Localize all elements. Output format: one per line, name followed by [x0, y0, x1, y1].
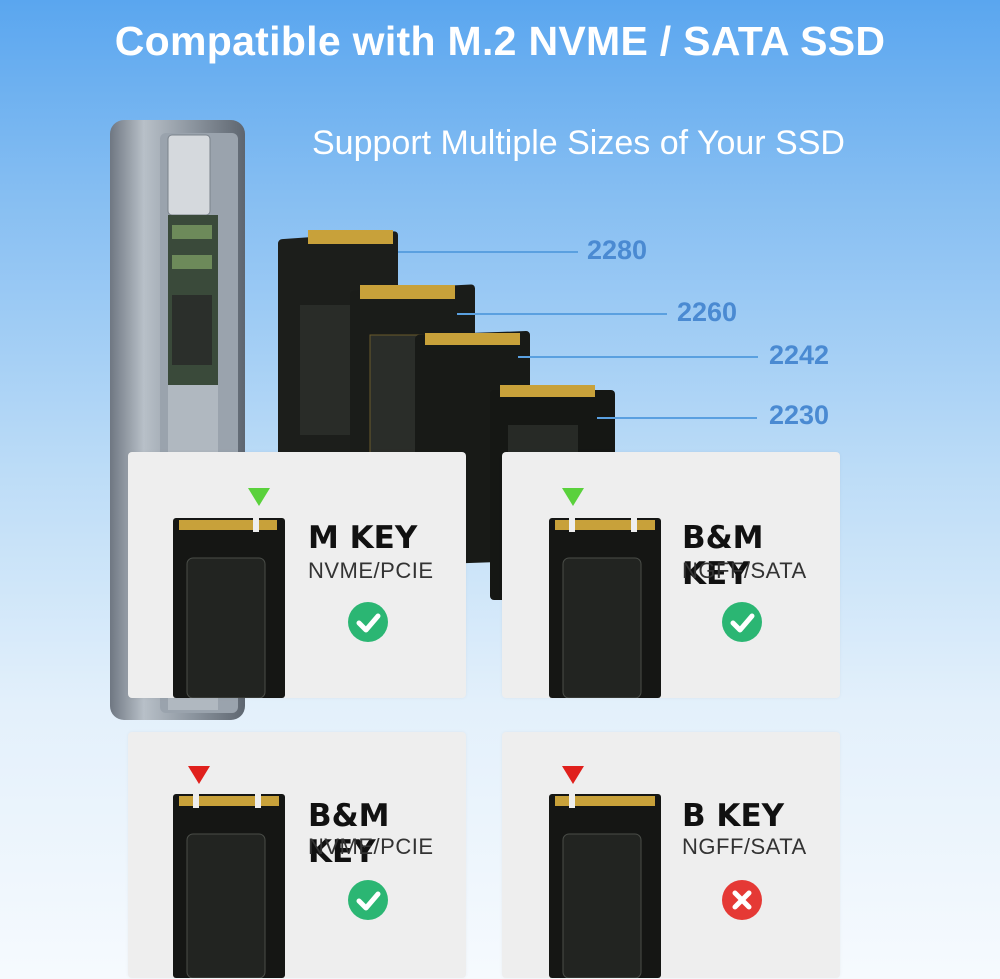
check-icon [348, 602, 388, 642]
page-subtitle: Support Multiple Sizes of Your SSD [312, 124, 845, 162]
cross-icon [722, 880, 762, 920]
interface-type: NVME/PCIE [308, 558, 434, 583]
leader-line [457, 313, 667, 315]
compat-card-m-key: M KEY NVME/PCIE [128, 452, 466, 698]
compat-card-bm-key-sata: B&M KEY NGFF/SATA [502, 452, 840, 698]
ssd-board-image [173, 794, 285, 978]
key-type: B&M KEY [682, 520, 764, 592]
compat-card-b-key: B KEY NGFF/SATA [502, 732, 840, 978]
check-icon [722, 602, 762, 642]
size-label-2260: 2260 [677, 297, 738, 327]
key-type: M KEY [308, 520, 418, 556]
leader-line [518, 356, 758, 358]
ssd-board-image [173, 518, 285, 698]
key-type: B&M KEY [308, 798, 390, 870]
red-triangle-icon [188, 766, 210, 784]
interface-type: NGFF/SATA [682, 834, 807, 859]
size-label-2230: 2230 [769, 400, 830, 430]
compat-card-bm-key-nvme: B&M KEY NVME/PCIE [128, 732, 466, 978]
key-type: B KEY [682, 798, 785, 834]
size-label-2242: 2242 [769, 340, 830, 370]
red-triangle-icon [562, 766, 584, 784]
ssd-board-image [549, 794, 661, 978]
leader-line [597, 417, 757, 419]
check-icon [348, 880, 388, 920]
interface-type: NVME/PCIE [308, 834, 434, 859]
green-triangle-icon [248, 488, 270, 506]
ssd-board-image [549, 518, 661, 698]
size-label-2280: 2280 [587, 235, 648, 265]
page-title: Compatible with M.2 NVME / SATA SSD [114, 18, 886, 64]
interface-type: NGFF/SATA [682, 558, 807, 583]
leader-line [398, 251, 578, 253]
green-triangle-icon [562, 488, 584, 506]
